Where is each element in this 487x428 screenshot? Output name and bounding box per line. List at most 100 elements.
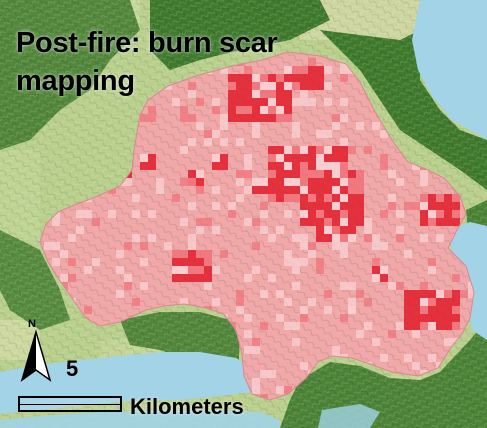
severity-cell <box>268 162 276 170</box>
severity-cell <box>412 330 420 338</box>
severity-cell <box>436 298 444 306</box>
severity-cell <box>364 218 372 226</box>
severity-cell <box>260 210 268 218</box>
severity-cell <box>308 210 316 218</box>
severity-cell <box>412 298 420 306</box>
severity-cell <box>292 322 300 330</box>
severity-cell <box>388 330 396 338</box>
severity-cell <box>316 202 324 210</box>
severity-cell <box>316 130 324 138</box>
severity-cell <box>236 114 244 122</box>
severity-cell <box>180 266 188 274</box>
severity-cell <box>444 202 452 210</box>
severity-cell <box>252 386 260 394</box>
severity-cell <box>268 154 276 162</box>
severity-cell <box>324 146 332 154</box>
severity-cell <box>420 306 428 314</box>
severity-cell <box>324 234 332 242</box>
severity-cell <box>332 170 340 178</box>
severity-cell <box>292 130 300 138</box>
severity-cell <box>292 122 300 130</box>
severity-cell <box>292 98 300 106</box>
severity-cell <box>348 146 356 154</box>
severity-cell <box>276 74 284 82</box>
severity-cell <box>396 226 404 234</box>
severity-cell <box>188 178 196 186</box>
severity-cell <box>332 234 340 242</box>
severity-cell <box>452 210 460 218</box>
severity-cell <box>244 154 252 162</box>
severity-cell <box>444 298 452 306</box>
severity-cell <box>324 170 332 178</box>
severity-cell <box>284 98 292 106</box>
severity-cell <box>84 306 92 314</box>
severity-cell <box>452 218 460 226</box>
severity-cell <box>188 266 196 274</box>
severity-cell <box>300 258 308 266</box>
severity-cell <box>220 66 228 74</box>
severity-cell <box>308 98 316 106</box>
severity-cell <box>236 138 244 146</box>
severity-cell <box>188 234 196 242</box>
severity-cell <box>372 122 380 130</box>
severity-cell <box>348 194 356 202</box>
severity-cell <box>244 66 252 74</box>
severity-cell <box>172 250 180 258</box>
severity-cell <box>52 258 60 266</box>
severity-cell <box>244 330 252 338</box>
severity-cell <box>300 66 308 74</box>
severity-cell <box>252 378 260 386</box>
severity-cell <box>444 322 452 330</box>
severity-cell <box>444 314 452 322</box>
severity-cell <box>372 242 380 250</box>
severity-cell <box>188 250 196 258</box>
severity-cell <box>428 322 436 330</box>
severity-cell <box>148 154 156 162</box>
severity-cell <box>444 218 452 226</box>
severity-cell <box>292 234 300 242</box>
severity-cell <box>316 170 324 178</box>
severity-cell <box>340 226 348 234</box>
severity-cell <box>404 202 412 210</box>
severity-cell <box>356 194 364 202</box>
severity-cell <box>332 210 340 218</box>
severity-cell <box>212 162 220 170</box>
severity-cell <box>116 290 124 298</box>
severity-cell <box>188 82 196 90</box>
severity-cell <box>292 338 300 346</box>
severity-cell <box>428 354 436 362</box>
severity-cell <box>212 202 220 210</box>
severity-cell <box>428 298 436 306</box>
severity-cell <box>60 274 68 282</box>
severity-cell <box>196 178 204 186</box>
north-arrow-icon <box>20 329 52 382</box>
severity-cell <box>276 90 284 98</box>
severity-cell <box>348 210 356 218</box>
severity-cell <box>212 130 220 138</box>
severity-cell <box>340 250 348 258</box>
map-title: Post-fire: burn scar mapping <box>16 27 278 97</box>
severity-cell <box>252 82 260 90</box>
severity-cell <box>420 194 428 202</box>
severity-cell <box>284 146 292 154</box>
severity-cell <box>356 330 364 338</box>
severity-cell <box>92 258 100 266</box>
severity-cell <box>452 194 460 202</box>
severity-cell <box>300 162 308 170</box>
severity-cell <box>324 210 332 218</box>
severity-cell <box>404 290 412 298</box>
severity-cell <box>348 298 356 306</box>
severity-cell <box>308 82 316 90</box>
severity-cell <box>340 194 348 202</box>
severity-cell <box>412 290 420 298</box>
severity-cell <box>260 226 268 234</box>
severity-cell <box>420 202 428 210</box>
severity-cell <box>260 290 268 298</box>
severity-cell <box>284 90 292 98</box>
severity-cell <box>244 186 252 194</box>
scale-bar-value: 5 <box>66 356 79 381</box>
severity-cell <box>124 242 132 250</box>
severity-cell <box>396 210 404 218</box>
severity-cell <box>140 258 148 266</box>
severity-cell <box>124 282 132 290</box>
